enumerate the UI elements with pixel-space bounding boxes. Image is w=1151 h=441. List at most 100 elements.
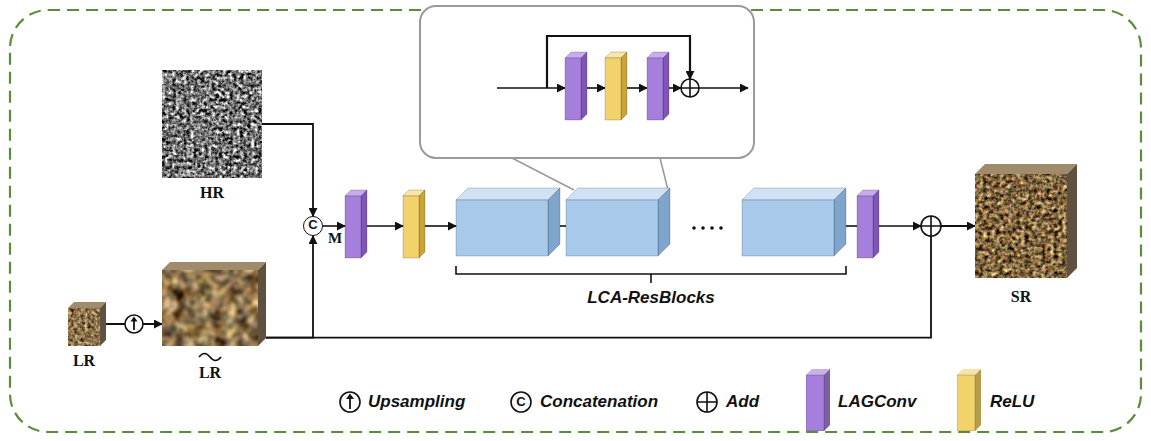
sr-image-side-face: [1067, 164, 1077, 278]
skip-connection: [547, 36, 690, 88]
lagconv-block: [857, 190, 879, 258]
lr-image-texture: [68, 308, 100, 346]
add-symbol: [681, 79, 699, 97]
legend-swatch: [824, 369, 830, 431]
image-caption: SR: [975, 288, 1067, 306]
flow-arrow: [367, 225, 403, 227]
ellipsis-dot: [719, 226, 723, 230]
add-symbol: [921, 216, 941, 236]
legend-text: Upsampling: [368, 392, 465, 412]
flow-connector: [266, 226, 975, 338]
flow-arrow: [497, 87, 565, 89]
lca-resblock: [742, 188, 846, 200]
lca-resblock: [742, 200, 834, 256]
lca-resblock: [658, 188, 670, 256]
hr-image-picture: [162, 70, 262, 178]
upsampled-lr-image: LR: [162, 262, 266, 346]
group-label: LCA-ResBlocks: [587, 289, 715, 307]
legend-swatch: [806, 369, 830, 431]
image-caption: LR: [162, 364, 258, 382]
legend-upsampling-symbol: [340, 392, 360, 412]
lca-resblock: [566, 200, 658, 256]
legend-text: LAGConv: [838, 392, 916, 412]
upsampling-symbol: [125, 315, 143, 333]
relu-block: [605, 52, 627, 120]
hr-image: HR: [162, 70, 262, 178]
lca-resblock: [834, 188, 846, 256]
lagconv-block: [345, 196, 361, 258]
add-symbol: [681, 79, 699, 97]
legend-swatch: [975, 369, 981, 431]
flow-arrow: [846, 225, 857, 227]
flow-arrow: [699, 87, 748, 89]
relu-block: [419, 190, 425, 258]
lca-resblock: [742, 188, 846, 256]
lca-resblock: [548, 188, 560, 256]
legend-swatch: [975, 369, 981, 431]
relu-block: [403, 196, 419, 258]
concat-letter: C: [516, 393, 525, 411]
lca-resblock: [456, 200, 548, 256]
flow-arrow: [560, 225, 566, 227]
flow-connector: [266, 236, 313, 338]
lagconv-block: [361, 190, 367, 258]
lca-resblock: [566, 188, 670, 256]
legend-add-symbol: [697, 392, 717, 412]
upsampling-symbol: [131, 317, 138, 322]
sr-image-top-face: [975, 164, 1077, 174]
ellipsis-dot: [710, 226, 714, 230]
lr-image-top-face: [68, 302, 106, 308]
lagconv-block: [581, 52, 587, 120]
legend-swatch: [957, 369, 981, 431]
concat-symbol: C: [303, 216, 323, 236]
tensor-name: M: [328, 229, 342, 247]
legend-upsampling-symbol: [346, 394, 354, 400]
lagconv-block: [857, 196, 873, 258]
legend-text: Add: [726, 392, 759, 412]
legend-upsampling-symbol: [349, 398, 351, 409]
legend-swatch: [957, 375, 975, 431]
hr-image-texture: [162, 70, 262, 178]
upsampled-lr-image-texture: [162, 270, 258, 346]
flow-arrow: [425, 225, 456, 227]
legend-text: Concatenation: [540, 392, 658, 412]
group-bracket: [456, 266, 846, 283]
flow-connector: [262, 124, 313, 216]
upsampled-lr-image-top-face: [162, 262, 266, 270]
outer-dashed-frame: [10, 10, 1141, 432]
lr-image-picture: [68, 302, 106, 346]
flow-arrow: [879, 225, 921, 227]
relu-block: [403, 190, 425, 258]
flow-arrow: [587, 87, 605, 89]
zoom-callout: [420, 6, 754, 158]
relu-block: [605, 58, 621, 120]
lr-image-side-face: [100, 302, 106, 346]
zoom-leader-line: [512, 158, 574, 190]
add-symbol: [921, 216, 941, 236]
image-caption: HR: [162, 184, 262, 202]
lca-resblock: [566, 188, 670, 200]
ellipsis-dot: [692, 226, 696, 230]
lagconv-block: [345, 190, 367, 258]
flow-arrow: [627, 87, 647, 89]
lr-image: LR: [68, 302, 106, 346]
ellipsis-dot: [701, 226, 705, 230]
legend-add-symbol: [697, 392, 717, 412]
flow-arrow: [669, 87, 681, 89]
legend-swatch: [824, 369, 830, 431]
flow-arrow: [323, 225, 345, 227]
image-caption: LR: [68, 352, 100, 370]
sr-image-texture: [975, 174, 1067, 278]
concat-letter: C: [304, 217, 322, 232]
lagconv-block: [873, 190, 879, 258]
upsampled-lr-image-picture: [162, 262, 266, 346]
lagconv-block: [565, 58, 581, 120]
sr-image-picture: [975, 164, 1077, 278]
lagconv-block: [647, 52, 669, 120]
lagconv-block: [663, 52, 669, 120]
sr-image: SR: [975, 164, 1077, 278]
lagconv-block: [565, 52, 587, 120]
lagconv-block: [647, 58, 663, 120]
lca-resblock: [456, 188, 560, 200]
